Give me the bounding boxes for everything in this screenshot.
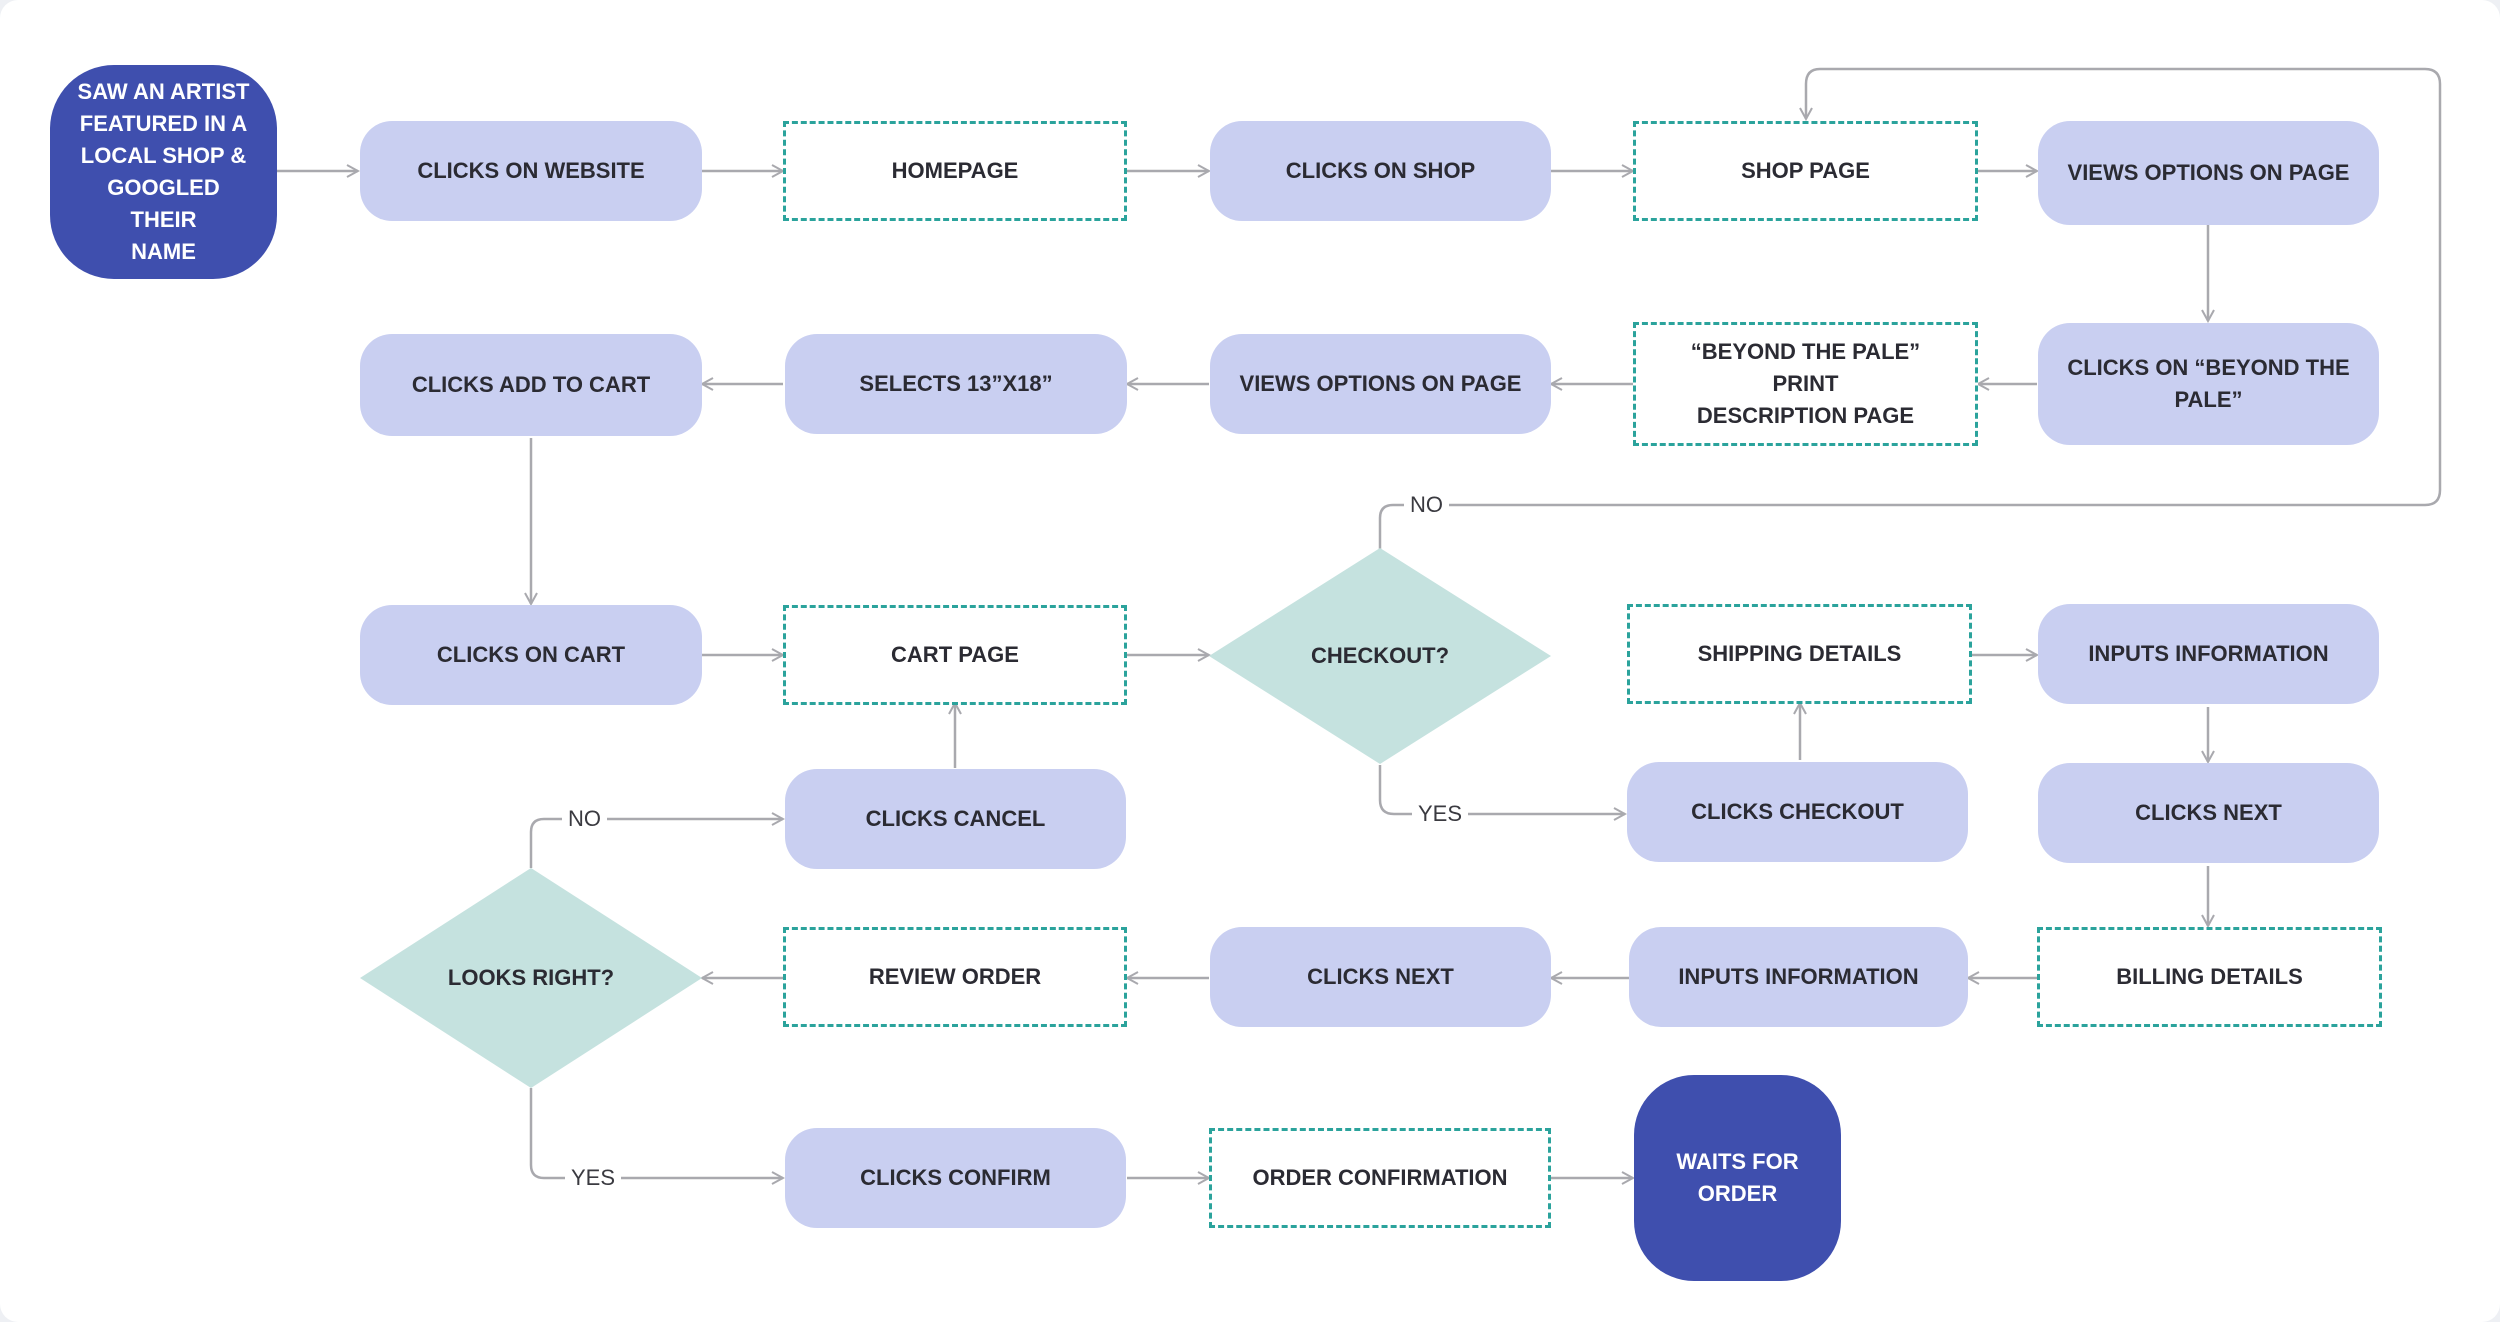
clicks-on-cart-node: CLICKS ON CART <box>360 605 702 705</box>
review-order-node: REVIEW ORDER <box>783 927 1127 1027</box>
clicks-on-beyond-the-pale-node: CLICKS ON “BEYOND THE PALE” <box>2038 323 2379 445</box>
inputs-information-node-2: INPUTS INFORMATION <box>1629 927 1968 1027</box>
print-description-page-node: “BEYOND THE PALE” PRINT DESCRIPTION PAGE <box>1633 322 1978 446</box>
inputs-information-node-1: INPUTS INFORMATION <box>2038 604 2379 704</box>
clicks-next-node-1: CLICKS NEXT <box>2038 763 2379 863</box>
homepage-node: HOMEPAGE <box>783 121 1127 221</box>
checkout-decision-label: CHECKOUT? <box>1310 643 1450 668</box>
clicks-next-node-2: CLICKS NEXT <box>1210 927 1551 1027</box>
checkout-no-label: NO <box>1404 491 1449 519</box>
clicks-confirm-node: CLICKS CONFIRM <box>785 1128 1126 1228</box>
looks-right-decision-label: LOOKS RIGHT? <box>447 965 615 990</box>
clicks-on-website-node: CLICKS ON WEBSITE <box>360 121 702 221</box>
waits-for-order-node: WAITS FOR ORDER <box>1634 1075 1841 1281</box>
cart-page-node: CART PAGE <box>783 605 1127 705</box>
looks-right-no-label: NO <box>562 805 607 833</box>
clicks-checkout-node: CLICKS CHECKOUT <box>1627 762 1968 862</box>
order-confirmation-node: ORDER CONFIRMATION <box>1209 1128 1551 1228</box>
looks-right-diamond-shape <box>360 868 702 1088</box>
selects-size-node: SELECTS 13”X18” <box>785 334 1127 434</box>
start-node: SAW AN ARTIST FEATURED IN A LOCAL SHOP &… <box>50 65 277 279</box>
looks-right-decision: LOOKS RIGHT? <box>360 868 702 1088</box>
shipping-details-node: SHIPPING DETAILS <box>1627 604 1972 704</box>
clicks-cancel-node: CLICKS CANCEL <box>785 769 1126 869</box>
clicks-add-to-cart-node: CLICKS ADD TO CART <box>360 334 702 436</box>
checkout-diamond-shape <box>1209 548 1551 764</box>
views-options-node-2: VIEWS OPTIONS ON PAGE <box>1210 334 1551 434</box>
checkout-decision: CHECKOUT? <box>1209 548 1551 764</box>
edge-looks-right-yes-to-confirm <box>529 1088 783 1178</box>
shop-page-node: SHOP PAGE <box>1633 121 1978 221</box>
checkout-yes-label: YES <box>1412 800 1469 828</box>
clicks-on-shop-node: CLICKS ON SHOP <box>1210 121 1551 221</box>
edge-looks-right-no-to-cancel <box>529 819 783 868</box>
edge-checkout-yes-to-clicks-checkout <box>1378 765 1625 814</box>
looks-right-yes-label: YES <box>565 1164 622 1192</box>
views-options-node-1: VIEWS OPTIONS ON PAGE <box>2038 121 2379 225</box>
billing-details-node: BILLING DETAILS <box>2037 927 2382 1027</box>
edge-checkout-no-to-shop-page <box>1378 67 2442 549</box>
